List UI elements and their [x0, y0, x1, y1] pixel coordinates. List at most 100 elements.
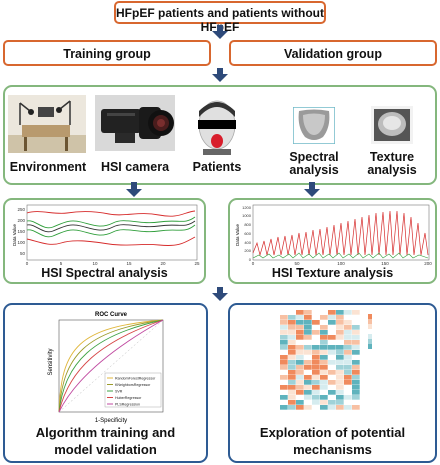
texture-analysis-title: HSI Texture analysis — [271, 266, 394, 280]
heatmap-cell — [312, 375, 320, 380]
heatmap-cell — [344, 380, 352, 385]
heatmap-cell — [336, 380, 344, 385]
heatmap-cell — [304, 360, 312, 365]
roc-curve — [58, 319, 164, 413]
heatmap-cell — [344, 330, 352, 335]
heatmap-cell — [336, 405, 344, 410]
heatmap-cell — [280, 395, 288, 400]
hsi-camera-photo — [95, 95, 175, 151]
down-arrow-icon — [212, 287, 228, 301]
heatmap-cell — [336, 370, 344, 375]
heatmap-cell — [304, 350, 312, 355]
down-arrow-icon — [304, 182, 320, 197]
heatmap-cell — [304, 330, 312, 335]
heatmap-cell — [352, 365, 360, 370]
heatmap-cell — [280, 370, 288, 375]
spectral-ytick: 250 — [17, 207, 25, 212]
header-box: HFpEF patients and patients without HFpE… — [114, 1, 326, 34]
heatmap-cell — [304, 375, 312, 380]
heatmap-cell — [288, 310, 296, 315]
heatmap-cell — [288, 320, 296, 325]
heatmap-cell — [280, 315, 288, 320]
mechanisms-box: Exploration of potential mechanisms — [228, 303, 437, 463]
hsi-camera-label: HSI camera — [100, 160, 170, 174]
heatmap-cell — [352, 400, 360, 405]
heatmap-cell — [312, 340, 320, 345]
heatmap-cell — [336, 385, 344, 390]
heatmap-cell — [328, 400, 336, 405]
heatmap-cell — [288, 370, 296, 375]
heatmap-cell — [312, 400, 320, 405]
heatmap-cell — [336, 375, 344, 380]
heatmap-cell — [296, 320, 304, 325]
heatmap-cell — [296, 315, 304, 320]
spectral-xtick: 15 — [126, 261, 132, 266]
heatmap-cell — [296, 360, 304, 365]
heatmap-cell — [312, 390, 320, 395]
heatmap-cell — [288, 375, 296, 380]
heatmap-cell — [320, 355, 328, 360]
spectral-analysis-title: HSI Spectral analysis — [41, 266, 168, 280]
patients-label: Patients — [192, 160, 242, 174]
roc-box: ROC Curve Sensitivity RandomForestRegres… — [3, 303, 208, 463]
heatmap-cell — [288, 335, 296, 340]
heatmap-cell — [320, 350, 328, 355]
heatmap-cell — [328, 310, 336, 315]
heatmap-cell — [320, 375, 328, 380]
heatmap-cell — [288, 330, 296, 335]
heatmap-cell — [304, 320, 312, 325]
down-arrow-icon — [212, 68, 228, 82]
heatmap-cell — [304, 335, 312, 340]
environment-label: Environment — [9, 160, 87, 174]
heatmap-cell — [304, 315, 312, 320]
training-group-box: Training group — [3, 40, 211, 66]
heatmap-cell — [280, 375, 288, 380]
roc-legend-item: PLSRegression — [115, 403, 140, 407]
heatmap-cell — [280, 325, 288, 330]
roc-ylabel: Sensitivity — [48, 348, 54, 375]
heatmap-cell — [320, 335, 328, 340]
heatmap-cell — [280, 380, 288, 385]
heatmap-cell — [280, 405, 288, 410]
down-arrow-icon — [126, 182, 142, 197]
heatmap-cell — [328, 345, 336, 350]
spectral-xtick: 0 — [26, 261, 29, 266]
texture-ytick: 200 — [244, 248, 251, 253]
heatmap-cell — [352, 395, 360, 400]
correlation-heatmap — [280, 310, 372, 410]
heatmap-cell — [352, 385, 360, 390]
heatmap-cell — [304, 370, 312, 375]
heatmap-cell — [320, 395, 328, 400]
heatmap-cell — [344, 315, 352, 320]
heatmap-cell — [336, 350, 344, 355]
texture-analysis-box: Data Value 1200 1000 800 600 400 200 0 0… — [228, 198, 437, 284]
heatmap-cell — [312, 370, 320, 375]
heatmap-cell — [336, 315, 344, 320]
texture-ytick: 0 — [249, 257, 252, 262]
heatmap-cell — [296, 390, 304, 395]
heatmap-cell — [320, 345, 328, 350]
heatmap-cell — [296, 365, 304, 370]
heatmap-cell — [312, 355, 320, 360]
heatmap-scale-swatch — [368, 329, 372, 334]
heatmap-cell — [336, 365, 344, 370]
heatmap-cell — [320, 370, 328, 375]
heatmap-cell — [320, 320, 328, 325]
heatmap-cell — [280, 365, 288, 370]
heatmap-cell — [312, 380, 320, 385]
heatmap-cell — [328, 390, 336, 395]
heatmap-cell — [296, 355, 304, 360]
heatmap-cell — [336, 390, 344, 395]
spectral-analysis-label: Spectral analysis — [289, 150, 339, 177]
heatmap-cell — [312, 365, 320, 370]
heatmap-cell — [288, 380, 296, 385]
texture-ytick: 600 — [244, 231, 251, 236]
heatmap-cell — [344, 340, 352, 345]
heatmap-scale-swatch — [368, 319, 372, 324]
texture-xtick: 50 — [294, 261, 300, 266]
heatmap-cell — [344, 350, 352, 355]
roc-legend-item: RandomForestRegressor — [115, 377, 156, 381]
heatmap-cell — [312, 320, 320, 325]
heatmap-cell — [296, 335, 304, 340]
heatmap-cell — [328, 375, 336, 380]
